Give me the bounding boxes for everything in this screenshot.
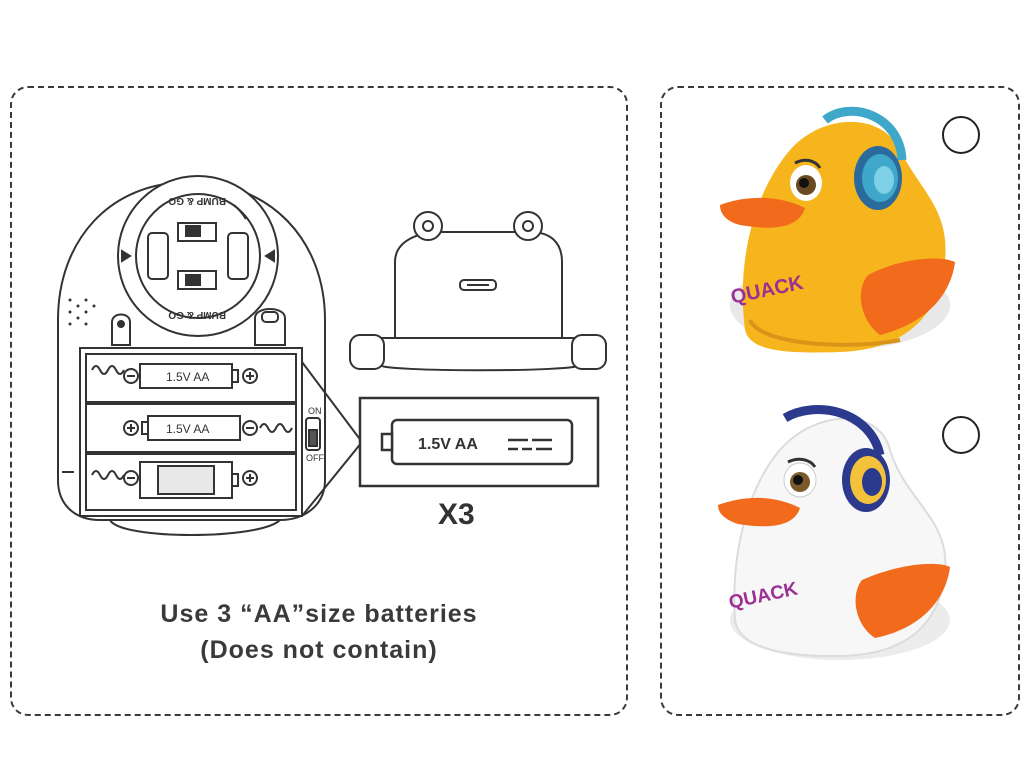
detail-battery-box [358,396,600,488]
select-white-duck-radio[interactable] [942,416,980,454]
battery-instruction-text: Use 3 “AA”size batteries [160,600,478,628]
battery-compartment [79,347,303,517]
callout-lines [301,361,363,517]
battery-not-included-text: (Does not contain) [200,636,438,664]
dial-text-top: BUMP & GO [168,195,226,206]
toy-side-view [349,211,607,372]
polarity-symbols [127,372,254,482]
screw-post-left [111,308,286,346]
speaker-holes [68,298,96,326]
power-switch [305,417,321,451]
bump-and-go-dial [117,175,279,337]
battery-quantity: X3 [438,498,475,531]
yellow-duck-image: QUACK [720,106,955,353]
battery-label-1: 1.5V AA [166,370,209,384]
detail-battery-label: 1.5V AA [418,436,478,453]
switch-off-label: OFF [306,453,324,463]
battery-label-2: 1.5V AA [166,422,209,436]
duck-variants-panel [660,86,1020,716]
switch-on-label: ON [308,406,322,416]
white-duck-image: QUACK [718,405,950,660]
battery-instructions-panel [10,86,628,716]
dial-text-bottom: BUMP & GO [168,309,226,320]
select-yellow-duck-radio[interactable] [942,116,980,154]
